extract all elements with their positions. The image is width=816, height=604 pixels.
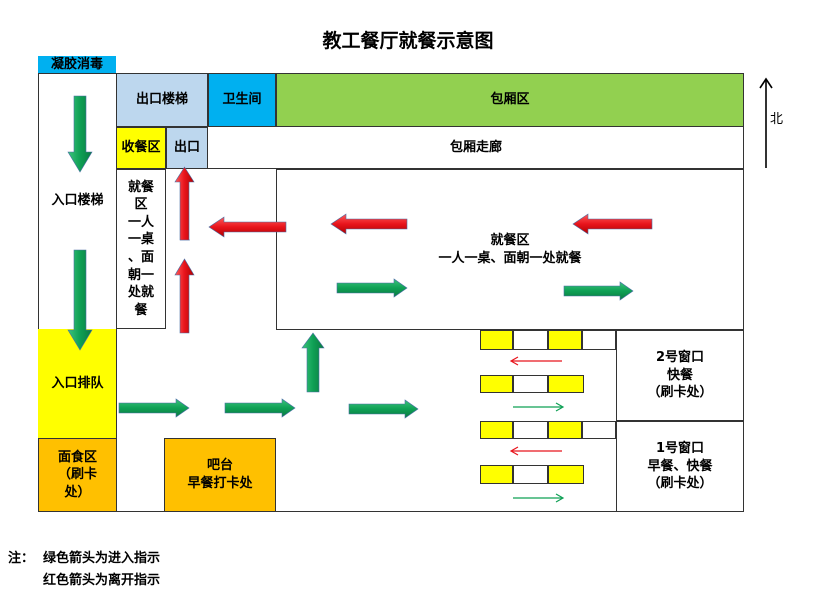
exit-stairs: 出口楼梯 — [116, 73, 208, 127]
entry-stairs-label: 入口楼梯 — [51, 193, 104, 209]
red-arrow-up-1b — [174, 166, 195, 241]
private-rooms: 包厢区 — [276, 73, 744, 127]
entry-queue-label: 入口排队 — [51, 375, 104, 391]
counter-tile — [548, 330, 582, 350]
green-arrow-down-2 — [67, 249, 93, 351]
thin-red-arrow-2 — [509, 446, 562, 456]
green-arrow-down-1 — [67, 95, 93, 173]
thin-green-arrow-2 — [513, 493, 565, 503]
green-arrow-right-2 — [224, 398, 296, 418]
left-column-divider — [116, 169, 117, 512]
bar-counter: 吧台 早餐打卡处 — [164, 438, 276, 512]
green-arrow-right-1 — [118, 398, 190, 418]
counter-rail-lower — [480, 465, 584, 484]
exit-stairs-label: 出口楼梯 — [135, 92, 188, 108]
dining-area-left: 就餐 区 一人 一桌 、面 朝一 处就 餐 — [116, 169, 166, 329]
counter-tile — [548, 421, 582, 439]
dining-area-left-label: 就餐 区 一人 一桌 、面 朝一 处就 餐 — [127, 179, 154, 318]
legend-note-red: 红色箭头为离开指示 — [43, 573, 161, 588]
red-arrow-up-2 — [174, 258, 195, 334]
exit-label: 出口 — [173, 140, 200, 156]
counter-rail-mid2 — [480, 421, 616, 439]
counter-tile — [480, 330, 513, 350]
counter-tile — [582, 330, 616, 350]
counter-tile — [548, 465, 584, 484]
green-arrow-up — [301, 332, 325, 393]
private-rooms-label: 包厢区 — [490, 92, 530, 108]
counter-tile — [513, 330, 548, 350]
green-arrow-right-5 — [563, 281, 634, 301]
bar-counter-label: 吧台 早餐打卡处 — [187, 458, 253, 491]
exit-area: 出口 — [166, 127, 208, 169]
red-arrow-left-1 — [572, 213, 653, 235]
dining-area-rule: 一人一桌、面朝一处就餐 — [438, 250, 582, 266]
window-1-label: 1号窗口 早餐、快餐 （刷卡处） — [647, 441, 713, 492]
restroom-label: 卫生间 — [222, 92, 262, 108]
thin-green-arrow-1 — [513, 402, 565, 412]
thin-red-arrow-1 — [509, 356, 562, 366]
noodle-counter-label: 面食区 （刷卡 处） — [57, 449, 97, 500]
counter-tile — [513, 421, 548, 439]
counter-rail-upper — [480, 330, 616, 350]
private-corridor: 包厢走廊 — [208, 127, 744, 169]
counter-tile — [513, 375, 548, 393]
north-arrow-icon — [759, 77, 773, 168]
window-2: 2号窗口 快餐 （刷卡处） — [616, 330, 744, 421]
entry-queue-area: 入口排队 — [38, 329, 117, 438]
counter-tile — [548, 375, 584, 393]
window-1: 1号窗口 早餐、快餐 （刷卡处） — [616, 421, 744, 512]
counter-tile — [513, 465, 548, 484]
window-2-label: 2号窗口 快餐 （刷卡处） — [647, 350, 713, 401]
dining-area-title: 就餐区 — [490, 232, 530, 248]
red-arrow-left-3 — [208, 216, 287, 238]
tray-return-area: 收餐区 — [116, 127, 166, 169]
counter-tile — [480, 465, 513, 484]
green-arrow-right-4 — [336, 278, 408, 298]
diagram-title: 教工餐厅就餐示意图 — [322, 30, 494, 52]
disinfect-label: 凝胶消毒 — [38, 56, 116, 73]
counter-rail-mid1 — [480, 375, 584, 393]
restroom: 卫生间 — [208, 73, 276, 127]
legend-note-green: 注： 绿色箭头为进入指示 — [8, 551, 161, 566]
dining-area-main: 就餐区 一人一桌、面朝一处就餐 — [276, 169, 744, 330]
north-label: 北 — [770, 112, 784, 127]
noodle-counter: 面食区 （刷卡 处） — [38, 438, 117, 512]
counter-tile — [480, 421, 513, 439]
counter-tile — [480, 375, 513, 393]
red-arrow-left-2 — [330, 213, 408, 235]
counter-tile — [582, 421, 616, 439]
private-corridor-label: 包厢走廊 — [449, 139, 502, 155]
tray-return-label: 收餐区 — [121, 140, 161, 156]
green-arrow-right-3 — [348, 399, 419, 419]
